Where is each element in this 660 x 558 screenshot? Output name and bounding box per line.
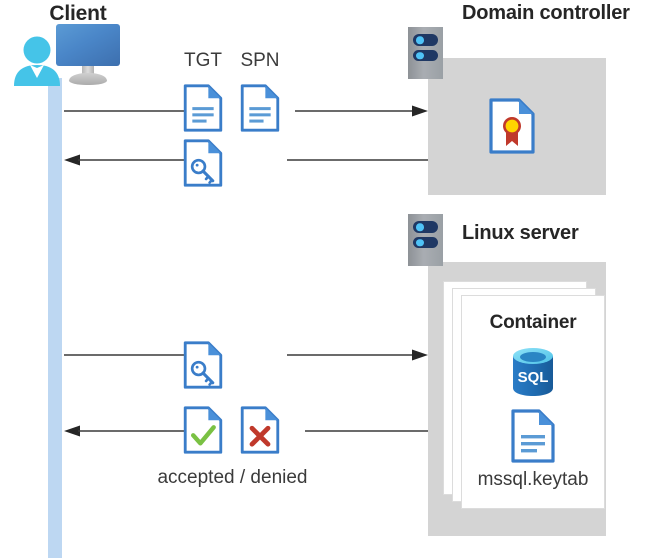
client-icon-group	[12, 24, 120, 86]
text-document-icon	[183, 84, 223, 132]
text-document-icon	[511, 409, 555, 463]
user-icon	[14, 36, 60, 86]
keytab-label: mssql.keytab	[477, 469, 589, 491]
text-document-icon	[240, 84, 280, 132]
x-document-icon	[240, 406, 280, 454]
accepted-denied-label: accepted / denied	[157, 467, 308, 488]
domain-controller-title: Domain controller	[462, 2, 630, 24]
tgt-label: TGT	[184, 50, 222, 71]
arrow-client-to-dc	[64, 105, 428, 117]
monitor-icon	[56, 24, 120, 86]
arrow-dc-to-client	[64, 154, 428, 166]
sql-database-icon: SQL	[513, 348, 553, 397]
arrow-linux-to-client	[64, 425, 428, 437]
server-rack-icon	[408, 214, 443, 266]
client-lifeline	[48, 78, 62, 558]
arrow-client-to-linux	[64, 349, 428, 361]
certificate-document-icon	[489, 98, 535, 154]
client-title: Client	[49, 2, 107, 25]
linux-server-title: Linux server	[462, 222, 579, 244]
check-document-icon	[183, 406, 223, 454]
key-document-icon	[183, 341, 223, 389]
spn-label: SPN	[240, 50, 280, 71]
key-document-icon	[183, 139, 223, 187]
sql-label: SQL	[518, 369, 549, 386]
server-rack-icon	[408, 27, 443, 79]
container-title: Container	[489, 312, 577, 333]
container-card-front[interactable]: Container SQL mssql.keytab	[461, 295, 605, 509]
